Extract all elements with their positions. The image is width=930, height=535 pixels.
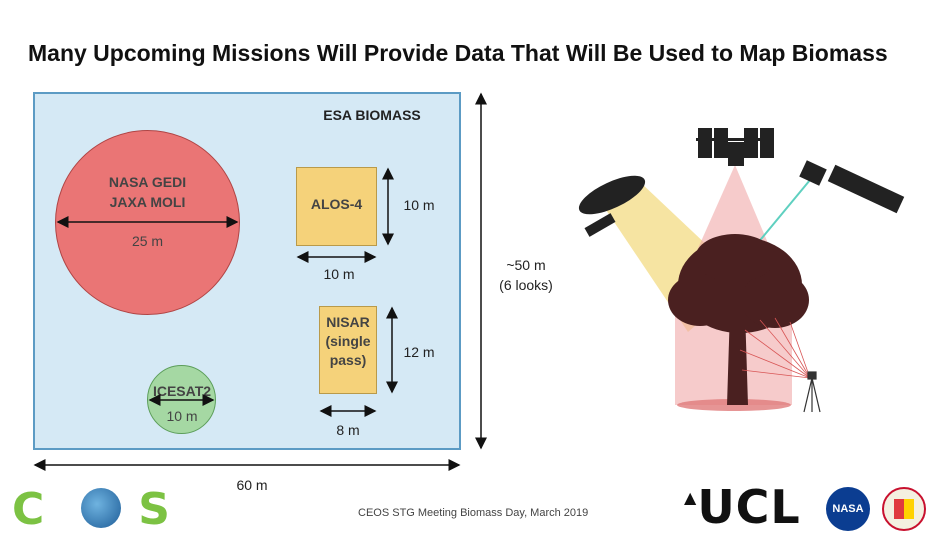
icesat2-dimension: 10 m xyxy=(166,408,198,424)
biomass-height: ~50 m xyxy=(506,257,546,273)
remote-sensing-illustration xyxy=(578,128,905,413)
nisar-height: 12 m xyxy=(403,344,435,360)
alos4-height: 10 m xyxy=(403,197,435,213)
ucl-logo: ▲UCL xyxy=(684,480,801,534)
footer-caption: CEOS STG Meeting Biomass Day, March 2019 xyxy=(358,507,589,519)
gedi-label: NASA GEDI xyxy=(108,174,187,190)
nasa-logo: NASA xyxy=(826,487,870,531)
slide-title: Many Upcoming Missions Will Provide Data… xyxy=(28,40,888,66)
tls-rays xyxy=(739,317,811,379)
alos4-label: ALOS-4 xyxy=(310,196,363,212)
biomass-looks: (6 looks) xyxy=(499,277,553,293)
ceos-logo: C S xyxy=(12,484,172,535)
nisar-width: 8 m xyxy=(336,422,360,438)
nisar-label: NISAR xyxy=(326,314,370,330)
icesat-satellite-icon xyxy=(799,160,905,214)
nisar-label-3: pass) xyxy=(329,352,367,368)
gedi-dimension: 25 m xyxy=(131,233,164,249)
nisar-label-2: (single xyxy=(325,333,371,349)
alos4-width: 10 m xyxy=(323,266,355,282)
esa-biomass-label: ESA BIOMASS xyxy=(323,107,421,123)
alos4-footprint xyxy=(296,167,377,246)
tree-icon xyxy=(668,234,809,405)
radar-satellite-icon xyxy=(578,175,646,237)
tripod-icon xyxy=(803,371,821,413)
nisar-footprint xyxy=(319,306,377,394)
moli-label: JAXA MOLI xyxy=(109,194,186,210)
icesat-laser xyxy=(751,179,811,251)
umd-seal-icon xyxy=(882,487,926,531)
biomass-width: 60 m xyxy=(236,477,268,493)
iss-icon xyxy=(696,128,774,166)
